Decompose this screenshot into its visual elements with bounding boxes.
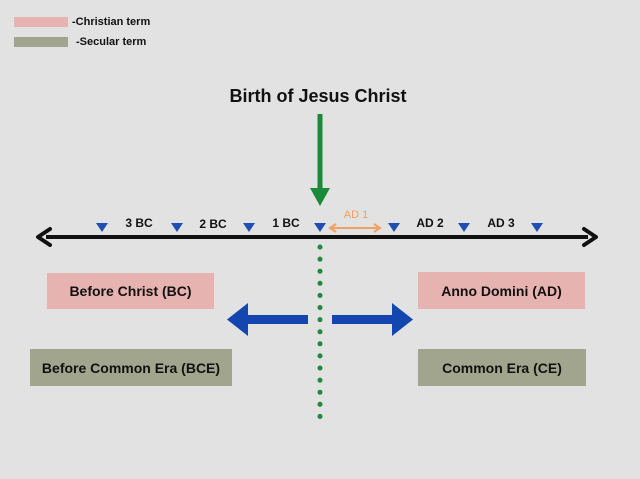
- ad-direction-arrow-shaft: [332, 315, 392, 324]
- box-before-christ: Before Christ (BC): [47, 273, 214, 309]
- box-before-common-era: Before Common Era (BCE): [30, 349, 232, 386]
- year-marker: [243, 223, 255, 232]
- timeline-label-ad1: AD 1: [343, 209, 369, 221]
- diagram-title: Birth of Jesus Christ: [229, 86, 407, 106]
- legend-label-secular: -Secular term: [76, 36, 147, 48]
- box-anno-domini: Anno Domini (AD): [418, 272, 585, 309]
- bc-direction-arrow-head: [227, 303, 248, 336]
- legend-label-christian: -Christian term: [72, 16, 151, 28]
- year-marker: [531, 223, 543, 232]
- year-marker: [171, 223, 183, 232]
- birth-arrow-head: [310, 188, 330, 206]
- timeline-label-ad3: AD 3: [487, 216, 515, 230]
- timeline-label-ad2: AD 2: [416, 216, 444, 230]
- timeline-label-1bc: 1 BC: [272, 216, 300, 230]
- timeline-right-arrowhead: [582, 227, 598, 247]
- year-marker: [96, 223, 108, 232]
- year-marker: [458, 223, 470, 232]
- timeline-label-2bc: 2 BC: [199, 217, 227, 231]
- year-marker: [388, 223, 400, 232]
- timeline-left-arrowhead: [36, 227, 52, 247]
- ad1-span-right-head: [373, 223, 382, 233]
- ad-direction-arrow-head: [392, 303, 413, 336]
- year-marker: [314, 223, 326, 232]
- box-common-era: Common Era (CE): [418, 349, 586, 386]
- ad1-span-left-head: [328, 223, 337, 233]
- legend-swatch-secular: [14, 37, 68, 47]
- timeline-label-3bc: 3 BC: [125, 216, 153, 230]
- bc-direction-arrow-shaft: [248, 315, 308, 324]
- legend-swatch-christian: [14, 17, 68, 27]
